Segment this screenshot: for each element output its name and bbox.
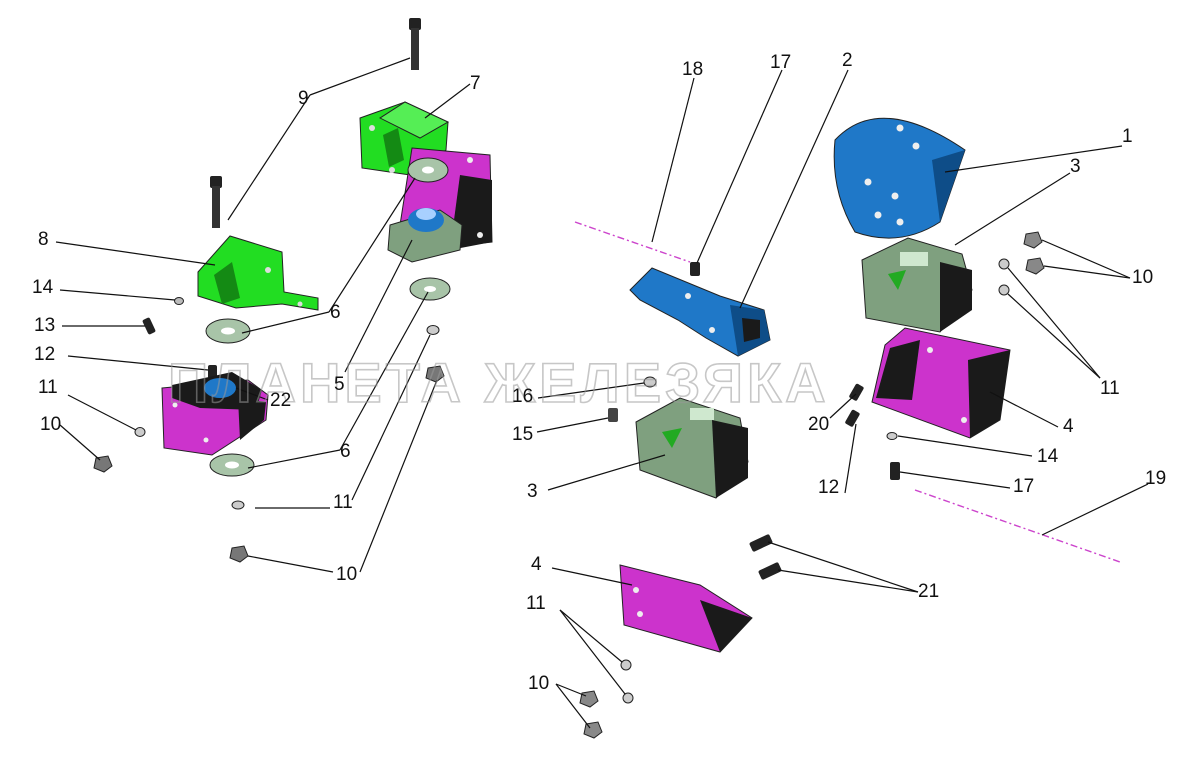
bolt-13 [142, 317, 156, 335]
callout-3-upper: 3 [1070, 156, 1081, 177]
bolt-12-right [845, 409, 860, 427]
washer-11-bottom-right-2 [622, 692, 634, 704]
callout-4-bottom: 4 [531, 554, 542, 575]
callout-21: 21 [918, 581, 939, 602]
mount-3-center [635, 397, 749, 499]
callout-11-right: 11 [1100, 378, 1120, 399]
callout-8: 8 [38, 229, 49, 250]
washer-6-right [409, 277, 451, 301]
callout-13: 13 [34, 315, 55, 336]
callout-12-left: 12 [34, 344, 55, 365]
callout-15: 15 [512, 424, 533, 445]
bolt-21-lower [758, 562, 782, 580]
callout-labels: 1 2 3 3 4 4 5 6 6 7 8 9 10 10 10 10 11 1… [32, 50, 1166, 694]
callout-3-center: 3 [527, 481, 538, 502]
washer-11-bottom-right-1 [620, 659, 632, 671]
callout-18: 18 [682, 59, 703, 80]
bolt-17-upper [690, 262, 700, 276]
nut-10-bottom [229, 545, 249, 563]
washer-11-left [134, 427, 146, 437]
callout-20: 20 [808, 414, 829, 435]
nut-10-center [425, 365, 445, 383]
callout-14-left: 14 [32, 277, 54, 298]
mount-3-upper [861, 237, 973, 333]
washer-11-bottom [231, 500, 245, 510]
callout-11-bottom: 11 [526, 593, 546, 614]
callout-11-left: 11 [38, 377, 58, 398]
callout-9: 9 [298, 88, 309, 109]
washer-11-right-2 [998, 284, 1010, 296]
bracket-4-magenta-bottom [619, 564, 753, 653]
washer-11-right-1 [998, 258, 1010, 270]
bolt-21-upper [749, 534, 773, 552]
washer-11-center [426, 325, 440, 335]
nut-10-bottom-right-1 [579, 690, 599, 708]
callout-6-upper: 6 [330, 302, 341, 323]
bracket-8-green [197, 235, 319, 311]
rubber-mount-5 [387, 208, 463, 263]
callout-17-lower: 17 [1013, 476, 1034, 497]
nut-10-right-1 [1023, 231, 1043, 249]
callout-6-lower: 6 [340, 441, 351, 462]
bracket-4-magenta-right [871, 327, 1011, 439]
bolt-17-lower [890, 462, 900, 480]
bolt-12-left [208, 365, 217, 379]
callout-4-right: 4 [1063, 416, 1074, 437]
leader-lines [55, 57, 1149, 729]
bolt-9-lower [210, 176, 222, 228]
washer-6-bottom [209, 453, 255, 477]
bracket-4-magenta-lower [161, 372, 269, 456]
callout-2: 2 [842, 50, 853, 71]
nut-10-left [93, 455, 113, 473]
bracket-2-blue [629, 267, 771, 357]
callout-11-center: 11 [333, 492, 353, 513]
watermark-text: ПЛАНЕТА ЖЕЛЕЗЯКА [168, 351, 830, 414]
callout-7: 7 [470, 73, 481, 94]
callout-12-right: 12 [818, 477, 839, 498]
callout-22: 22 [270, 390, 291, 411]
callout-10-left: 10 [40, 414, 61, 435]
callout-10-bottom: 10 [528, 673, 549, 694]
washer-16 [643, 376, 657, 388]
callout-19: 19 [1145, 468, 1166, 489]
callout-16: 16 [512, 386, 533, 407]
washer-14-left [174, 297, 184, 305]
callout-1: 1 [1122, 126, 1133, 147]
washer-6-upper [407, 157, 449, 183]
axis-line-19 [914, 489, 1121, 563]
callout-10-right: 10 [1132, 267, 1153, 288]
axis-line-18 [574, 221, 691, 263]
plate-1-blue [833, 117, 966, 239]
nut-10-right-2 [1025, 257, 1045, 275]
bolt-15 [608, 408, 618, 422]
bolt-9-top [409, 18, 421, 70]
callout-10-center: 10 [336, 564, 357, 585]
callout-5: 5 [334, 374, 345, 395]
washer-6-middle [205, 318, 251, 344]
washer-14-right [886, 432, 898, 440]
callout-17-upper: 17 [770, 52, 791, 73]
callout-14-right: 14 [1037, 446, 1059, 467]
